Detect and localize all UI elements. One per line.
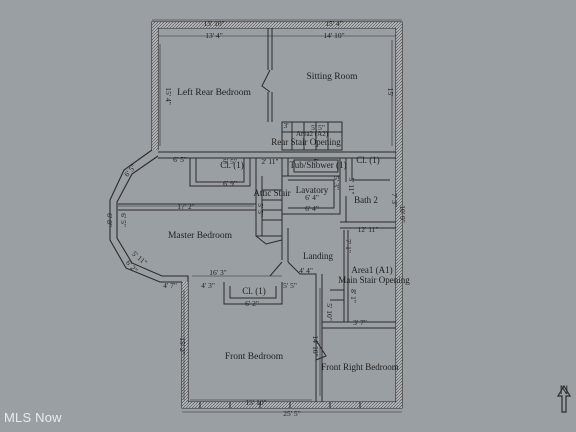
dimension-label: 15' 4": [164, 87, 173, 105]
room-area1: Area1 (A1): [351, 265, 392, 275]
room-closet-bath: Cl. (1): [356, 155, 380, 165]
dimension-label: 15': [386, 88, 395, 98]
room-tub-shower: Tub/Shower (1): [290, 160, 347, 170]
dimension-label: 4' 3": [201, 281, 215, 290]
dimension-label: 14' 10": [311, 335, 320, 356]
dimension-label: 6' 4": [305, 193, 319, 202]
room-rear-stair-opening: Rear Stair Opening: [271, 137, 341, 147]
dimension-label: 3' 7": [353, 318, 367, 327]
dimension-label: 8' 1": [349, 289, 358, 303]
dimension-label: 14' 10": [323, 31, 344, 40]
room-front-right-bedroom: Front Right Bedroom: [321, 362, 399, 372]
dimension-label: 10' 9": [398, 205, 407, 223]
dimension-label: 5' 5": [256, 203, 265, 217]
room-closet-1: Cl. (1): [220, 160, 244, 170]
dimension-label: 7' 3": [390, 193, 399, 207]
north-letter: N: [559, 383, 569, 397]
dimension-label: 13' 10": [203, 19, 224, 28]
dimension-label: 5' 5": [311, 123, 325, 132]
dimension-label: 4' 7": [163, 281, 177, 290]
dimension-label: 17' 2": [177, 202, 195, 211]
dimension-label: 16' 3": [209, 268, 227, 277]
dimension-label: 4' 4": [299, 266, 313, 275]
interior-walls: [118, 28, 396, 408]
dimension-label: 6' 5": [173, 155, 187, 164]
room-landing: Landing: [303, 251, 333, 261]
dimension-label: 15' 10": [245, 398, 266, 407]
dimension-label: 25' 5": [283, 409, 301, 418]
dimension-label: 6' 5": [119, 213, 128, 227]
dimension-label: 15' 4": [325, 19, 343, 28]
room-sitting-room: Sitting Room: [307, 72, 359, 82]
dimension-label: 2' 11": [261, 157, 278, 166]
dimension-label: 3': [283, 121, 289, 130]
north-arrow: N: [555, 384, 573, 428]
dimension-label: 6' 8": [105, 213, 114, 227]
room-closet-front: Cl. (1): [242, 286, 266, 296]
dimension-label: 12' 11": [357, 225, 378, 234]
dimension-label: 6' 2": [245, 299, 259, 308]
dimension-label: 6' 9": [223, 179, 237, 188]
dimension-label: 5' 5": [223, 157, 237, 166]
wall-hatching: [152, 22, 402, 408]
mls-watermark: MLS Now: [4, 410, 62, 425]
dimension-label: 6' 5": [122, 162, 138, 178]
room-attic-stair: Attic Stair: [253, 188, 290, 198]
dimension-label: 6' 4": [305, 204, 319, 213]
dimension-label: 5' 5": [283, 281, 297, 290]
dimension-label: 5' 10": [325, 303, 334, 321]
dimension-label: 5' 3": [332, 176, 341, 190]
room-bath-2: Bath 2: [354, 195, 378, 205]
dimension-label: 5': [313, 157, 319, 166]
dimension-label: 15' 2": [178, 337, 187, 355]
dimension-labels: 13' 10" 15' 4" 13' 4" 14' 10" 15' 4" 15'…: [105, 19, 407, 418]
dimension-label: 7' 1": [344, 239, 353, 253]
north-arrow-icon: [556, 384, 572, 413]
room-lavatory: Lavatory: [296, 185, 329, 195]
room-front-bedroom: Front Bedroom: [225, 352, 284, 362]
dimension-lines: [118, 19, 402, 413]
room-area2: Area2 (A2): [296, 130, 329, 138]
room-labels: Left Rear Bedroom Sitting Room Area2 (A2…: [168, 72, 410, 372]
room-main-stair-opening: Main Stair Opening: [338, 275, 410, 285]
room-left-rear-bedroom: Left Rear Bedroom: [177, 87, 251, 98]
dimension-label: 13' 4": [205, 31, 223, 40]
room-master-bedroom: Master Bedroom: [168, 231, 233, 241]
dimension-label: 5' 11": [347, 177, 356, 194]
